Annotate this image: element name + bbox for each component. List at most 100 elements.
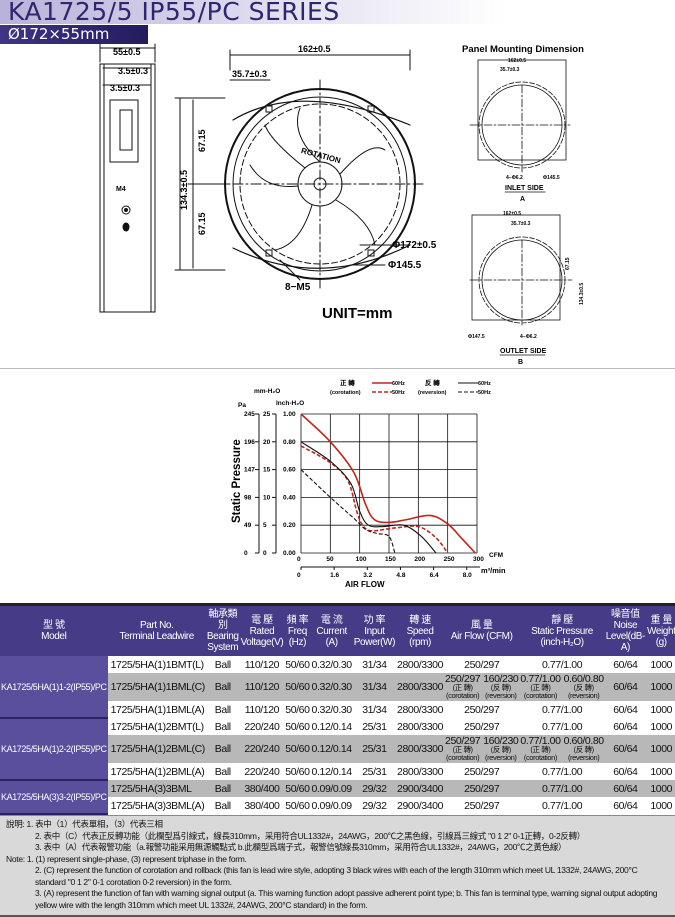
x-axis-title: AIR FLOW [345, 580, 385, 589]
part-cell: 1725/5HA(1)1BML(C) [107, 673, 206, 701]
panel-width-b: 162±0.5 [503, 211, 521, 217]
power-cell: 25/31 [352, 763, 396, 780]
y-pa-tick-label: 98 [244, 494, 252, 501]
noise-cell: 60/64 [604, 656, 646, 673]
airflow-cell: 250/297 [444, 701, 520, 718]
y-axis-title: Static Pressure [231, 439, 243, 523]
header-en: Noise Level(dB-A) [605, 620, 646, 653]
pressure-cell: 0.77/1.00 [519, 701, 605, 718]
airflow-cell: 250/297 [444, 718, 520, 735]
y-pa-tick-label: 196 [244, 439, 255, 446]
bearing-cell: Ball [205, 763, 240, 780]
noise-cell: 60/64 [604, 763, 646, 780]
pressure-dual-cell: 0.77/1.00(正 轉)(corotation)0.60/0.80(反 轉)… [519, 673, 605, 701]
current-cell: 0.12/0.14 [310, 763, 353, 780]
power-cell: 31/34 [352, 673, 396, 701]
freq-cell: 50/60 [284, 718, 311, 735]
header-cn: 軸承類別 [208, 609, 238, 631]
outlet-side-label: OUTLET SIDE [500, 348, 547, 355]
pa-unit: Pa [238, 402, 246, 409]
y-tick-label: 1.00 [283, 411, 296, 418]
weight-cell: 1000 [645, 701, 675, 718]
current-cell: 0.12/0.14 [310, 718, 353, 735]
current-cell: 0.09/0.09 [310, 780, 353, 797]
reversion-value: 160/230 [483, 735, 519, 747]
front-half-top: 67.15 [197, 129, 207, 152]
rev-label: (reversion) [485, 753, 517, 762]
freq-cell: 50/60 [284, 701, 311, 718]
legend-reversion: (reversion) [418, 390, 447, 396]
legend-corotation-cn: 正 轉 [340, 378, 355, 387]
x2-tick-label: 3.2 [363, 572, 372, 579]
header-cn: 噪音值 [610, 609, 640, 620]
part-cell: 1725/5HA(3)3BML [107, 780, 206, 797]
corot-label: (corotation) [446, 753, 480, 762]
noise-cell: 60/64 [604, 701, 646, 718]
x-tick-label: 300 [473, 556, 484, 563]
weight-cell: 1000 [645, 735, 675, 763]
power-cell: 29/32 [352, 797, 396, 814]
panel-offset-b: 35.7±0.3 [511, 221, 531, 227]
corotation-value: 250/297 [445, 673, 481, 685]
side-width-label: 55±0.5 [113, 47, 140, 57]
x-tick-label: 250 [444, 556, 455, 563]
weight-cell: 1000 [645, 656, 675, 673]
airflow-dual-cell: 250/297(正 轉)(corotation)160/230(反 轉)(rev… [444, 673, 520, 701]
panel-height-b: 134.3±0.5 [579, 283, 585, 305]
speed-cell: 2800/3300 [396, 735, 445, 763]
x2-tick-label: 0 [297, 572, 301, 579]
speed-cell: 2800/3300 [396, 763, 445, 780]
notes-en-label: Note: [6, 853, 25, 864]
header-cn: 電 壓 [251, 614, 273, 626]
power-cell: 25/31 [352, 735, 396, 763]
bearing-cell: Ball [205, 673, 240, 701]
header-en: Input Power(W) [353, 625, 396, 648]
corotation-value: 0.77/1.00 [520, 673, 561, 685]
power-cell: 31/34 [352, 701, 396, 718]
header-en: Model [41, 631, 67, 642]
freq-cell: 50/60 [284, 763, 311, 780]
front-offset-label: 35.7±0.3 [232, 69, 267, 79]
panel-width-a: 162±0.5 [508, 58, 526, 64]
pressure-cell: 0.77/1.00 [519, 763, 605, 780]
outlet-side-letter: B [518, 359, 523, 366]
y-mm-tick-label: 5 [263, 522, 267, 529]
chart-legend: 正 轉 (corotation) 60Hz 50Hz 反 轉 (reversio… [330, 378, 491, 396]
outer-diameter-label: Φ172±0.5 [392, 240, 437, 251]
header-cn: 轉 速 [409, 614, 431, 626]
part-cell: 1725/5HA(1)2BMT(L) [107, 718, 206, 735]
panel-dia-b: Φ147.5 [468, 334, 485, 340]
cfm-unit: CFM [489, 552, 503, 559]
freq-cell: 50/60 [284, 735, 311, 763]
current-cell: 0.09/0.09 [310, 797, 353, 814]
curve-corotation-50hz [300, 445, 449, 554]
corot-cn: (正 轉) [452, 683, 473, 692]
corotation-value: 250/297 [445, 735, 481, 747]
current-cell: 0.32/0.30 [310, 701, 353, 718]
reversion-value: 160/230 [483, 673, 519, 685]
header-cn: 電 流 [320, 614, 343, 626]
voltage-cell: 110/120 [239, 701, 285, 718]
corot-label: (corotation) [446, 691, 480, 700]
power-cell: 31/34 [352, 656, 396, 673]
model-cell: KA1725/5HA(3)3-2(IP55)/PC [0, 780, 108, 815]
panel-mounting-title: Panel Mounting Dimension [462, 44, 584, 55]
note-cn-2: 2. 表中（C）代表正反轉功能（此欄型爲引線式，線長310mm，采用符合UL13… [35, 830, 585, 841]
x-tick-label: 100 [356, 556, 367, 563]
legend-co-60: 60Hz [392, 381, 405, 387]
weight-cell: 1000 [645, 673, 675, 701]
weight-cell: 1000 [645, 780, 675, 797]
panel-dia-a: Φ145.5 [543, 175, 560, 181]
header-en: Current (A) [316, 625, 347, 648]
x-tick-label: 200 [414, 556, 425, 563]
series-title: KA1725/5 IP55/PC SERIES [8, 0, 340, 26]
